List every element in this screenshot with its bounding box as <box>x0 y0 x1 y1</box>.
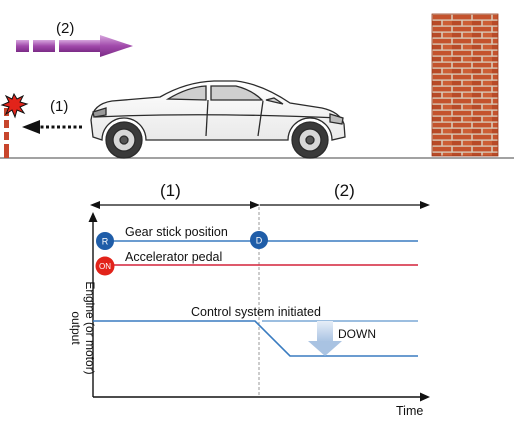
scene-label-2: (2) <box>56 20 74 37</box>
down-label: DOWN <box>338 327 376 341</box>
forward-arrow-icon <box>16 35 133 57</box>
y-axis-label-line2: output <box>69 311 83 345</box>
y-axis-label-line1: Engine (or motor) <box>83 281 97 374</box>
x-axis-label: Time <box>396 404 423 418</box>
pedal-badge: ON <box>95 256 115 276</box>
reverse-arrow-icon <box>22 120 82 134</box>
phase-label-2: (2) <box>334 181 355 200</box>
gear-end-badge-text: D <box>256 236 263 246</box>
chart-axes <box>88 212 430 402</box>
gear-start-badge-text: R <box>102 237 109 247</box>
gear-end-badge: D <box>250 231 268 249</box>
gear-start-badge: R <box>96 232 114 250</box>
pedal-badge-text: ON <box>99 262 111 271</box>
gear-label: Gear stick position <box>125 225 228 239</box>
control-label: Control system initiated <box>191 305 321 319</box>
down-arrow-icon <box>308 321 342 356</box>
collision-post-icon <box>0 92 29 158</box>
scene-label-1: (1) <box>50 98 68 115</box>
brick-wall <box>431 13 499 157</box>
phase-arrow-2 <box>260 201 430 209</box>
pedal-label: Accelerator pedal <box>125 250 222 264</box>
car-icon <box>90 80 346 159</box>
phase-arrow-1 <box>90 201 260 209</box>
y-axis-label: Engine (or motor) output <box>69 281 97 374</box>
engine-output-line <box>93 320 418 357</box>
phase-label-1: (1) <box>160 181 181 200</box>
